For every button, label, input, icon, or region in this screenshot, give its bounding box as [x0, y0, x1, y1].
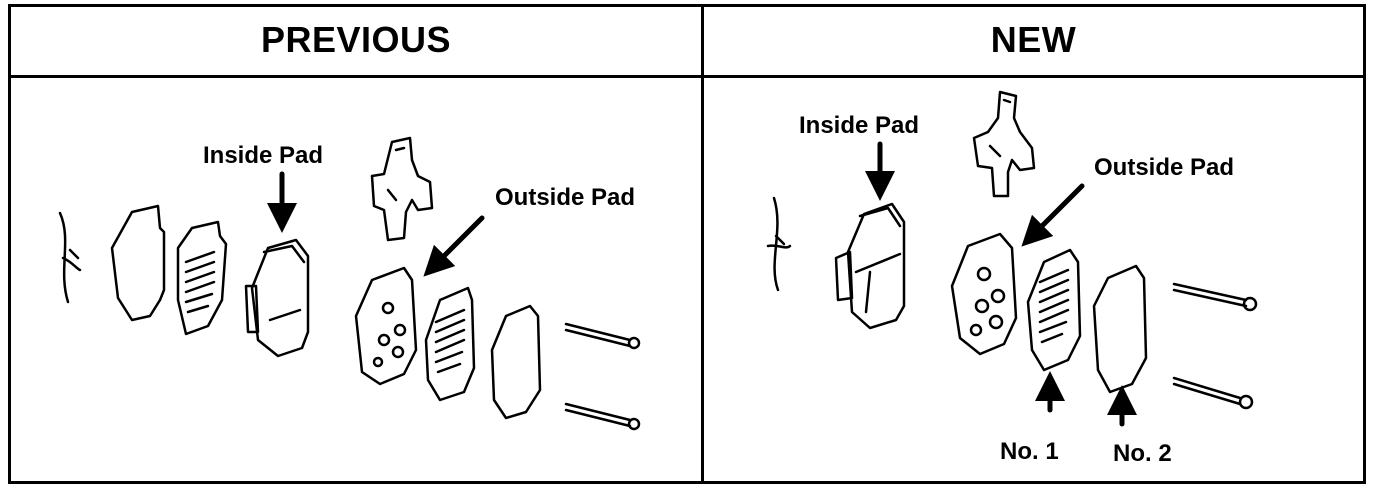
- previous-outside-pad: [354, 266, 418, 386]
- new-shim-no2-label: No. 2: [1113, 440, 1172, 467]
- previous-outside-pad-label: Outside Pad: [495, 184, 636, 211]
- diagram-frame: [8, 4, 1366, 484]
- diagonal-arrow-icon: [1021, 183, 1085, 247]
- column-divider: [701, 4, 704, 484]
- new-inside-pad-label: Inside Pad: [799, 112, 920, 139]
- new-guide-pins: [1172, 282, 1258, 410]
- diagonal-arrow-icon: [423, 215, 485, 277]
- new-shim-no2: [1092, 264, 1148, 394]
- previous-outer-shim: [490, 304, 542, 420]
- previous-inside-pad-label: Inside Pad: [203, 142, 324, 169]
- new-anti-rattle-spring: [766, 196, 792, 292]
- new-outside-pad: [950, 232, 1018, 356]
- previous-pad-clip: [370, 136, 434, 242]
- previous-inner-shim: [110, 204, 166, 322]
- header-divider: [8, 75, 1366, 78]
- new-arrows: [865, 141, 1137, 427]
- previous-anti-rattle-spring: [58, 211, 82, 304]
- new-shim-no1-label: No. 1: [1000, 438, 1059, 465]
- previous-inside-pad: [244, 238, 310, 358]
- new-outside-pad-label: Outside Pad: [1094, 154, 1235, 181]
- previous-header: PREVIOUS: [260, 19, 452, 60]
- new-inside-pad: [834, 202, 906, 330]
- previous-guide-pins: [564, 322, 641, 431]
- previous-outer-anti-squeal-plate: [424, 286, 476, 402]
- previous-inner-anti-squeal-plate: [176, 220, 228, 336]
- new-header: NEW: [990, 19, 1077, 60]
- new-shim-no1: [1026, 248, 1082, 372]
- new-pad-clip: [972, 90, 1036, 198]
- previous-arrows: [267, 171, 485, 277]
